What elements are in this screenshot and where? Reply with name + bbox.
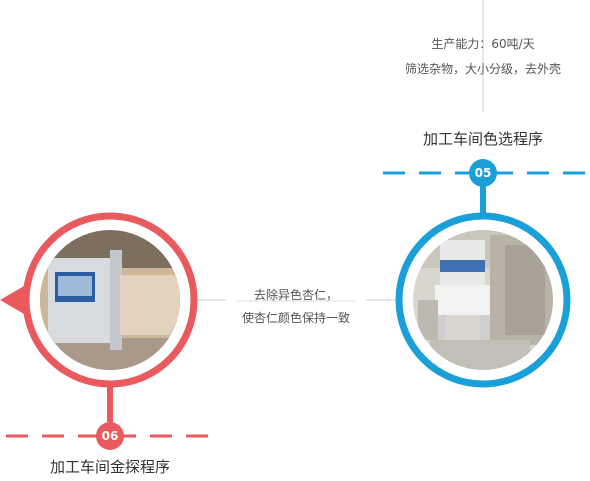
step05-title: 加工车间色选程序 xyxy=(422,130,543,148)
step06-title: 加工车间金探程序 xyxy=(49,458,170,476)
step05-number-badge: 05 xyxy=(469,159,497,187)
step06-circle xyxy=(22,212,198,388)
step06-number-badge: 06 xyxy=(96,422,124,450)
step06-stem xyxy=(107,386,113,422)
middle-line1: 去除异色杏仁， xyxy=(253,288,338,302)
step05-capacity: 生产能力：60吨/天 xyxy=(431,37,535,51)
middle-line2: 使杏仁颜色保持一致 xyxy=(241,311,350,325)
step05-description: 筛选杂物，大小分级，去外壳 xyxy=(404,62,561,76)
metal-detector-machine-photo xyxy=(40,230,180,370)
step05-circle xyxy=(395,212,571,388)
triangle-left-icon xyxy=(0,286,24,314)
step05-stem xyxy=(480,175,486,215)
